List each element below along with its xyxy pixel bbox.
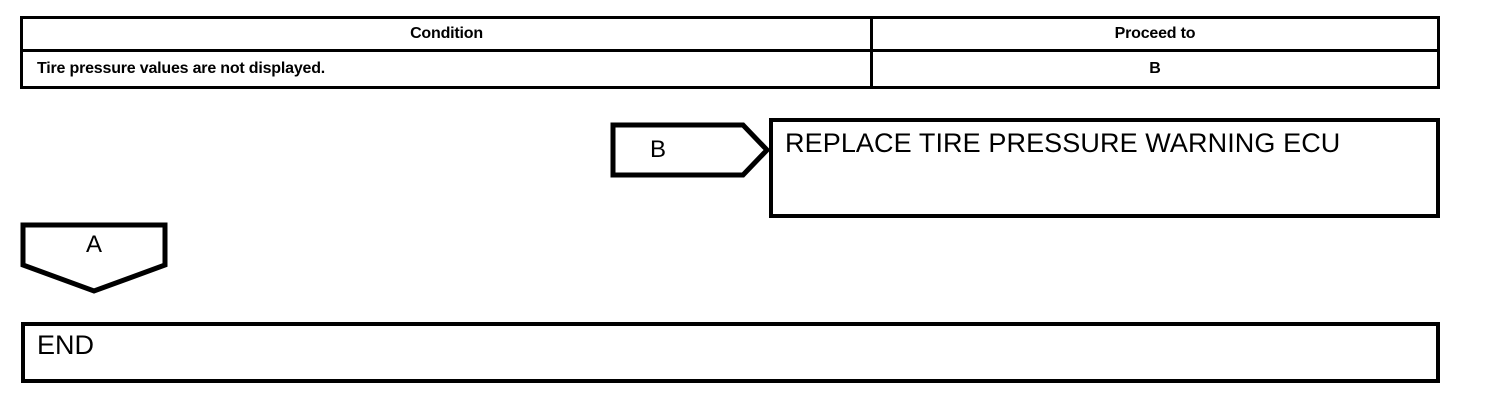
connector-a-pennant-icon: [20, 222, 168, 294]
table-header-proceed-to-label: Proceed to: [1114, 25, 1196, 42]
end-box-label: END: [37, 330, 95, 360]
table-cell-condition-text: Tire pressure values are not displayed.: [37, 60, 326, 77]
connector-b: B: [610, 122, 770, 178]
condition-table: Condition Proceed to Tire pressure value…: [20, 16, 1440, 89]
table-header-row: Condition Proceed to: [23, 19, 1437, 52]
table-cell-condition: Tire pressure values are not displayed.: [23, 52, 873, 86]
table-cell-proceed-to-text: B: [1149, 60, 1161, 77]
table-row: Tire pressure values are not displayed. …: [23, 52, 1437, 86]
table-header-condition: Condition: [23, 19, 873, 49]
action-box-replace-ecu: REPLACE TIRE PRESSURE WARNING ECU: [769, 118, 1440, 218]
connector-b-pennant-icon: [610, 122, 770, 178]
table-header-condition-label: Condition: [410, 25, 483, 42]
action-box-label: REPLACE TIRE PRESSURE WARNING ECU: [785, 128, 1341, 158]
table-cell-proceed-to: B: [873, 52, 1437, 86]
table-header-proceed-to: Proceed to: [873, 19, 1437, 49]
connector-b-label: B: [649, 136, 666, 163]
connector-a: A: [20, 222, 168, 294]
end-box: END: [21, 322, 1440, 383]
connector-a-label: A: [85, 231, 102, 258]
